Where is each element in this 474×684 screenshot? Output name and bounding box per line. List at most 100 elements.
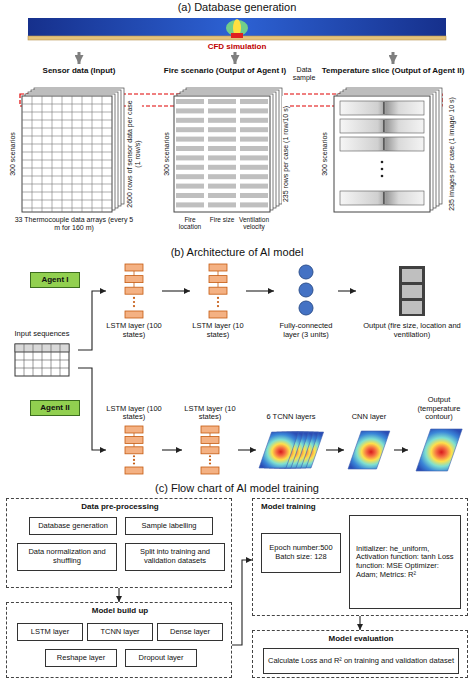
node-text: Dropout layer — [138, 654, 183, 663]
grid-row — [22, 104, 112, 105]
scenario-bar — [208, 174, 236, 179]
lstm-unit — [125, 311, 143, 318]
ellipsis-dot — [133, 305, 135, 307]
connector-arrow — [162, 290, 190, 291]
scenario-bar — [176, 184, 204, 189]
lstm-unit — [125, 264, 143, 271]
node-text: Split into training and validation datas… — [130, 548, 220, 565]
ellipsis-dot — [133, 455, 135, 457]
grid-column — [42, 96, 43, 212]
dense-unit — [299, 283, 313, 297]
scenario-bar — [176, 146, 204, 151]
scenario-bar — [240, 202, 268, 207]
grid-column — [52, 96, 53, 212]
layer-label: CNN layer — [344, 413, 394, 422]
table-column — [33, 344, 34, 376]
cnn-graphic — [344, 392, 394, 478]
scenario-bar — [176, 118, 204, 123]
lstm-unit — [125, 287, 143, 294]
fire-mark — [383, 138, 384, 150]
node-text: TCNN layer — [100, 628, 139, 637]
output-cell — [402, 301, 422, 314]
scenario-bar — [240, 165, 268, 170]
ellipsis-dot — [133, 459, 135, 461]
scenario-bar — [208, 127, 236, 132]
group-heading: Model training — [261, 502, 461, 511]
node-text: Dense layer — [170, 628, 210, 637]
stack-heading: Fire scenario (Output of Agent I) — [160, 66, 290, 75]
connector-arrow — [246, 290, 274, 291]
scenario-bar — [176, 193, 204, 198]
lstm-unit — [209, 287, 227, 294]
layer-label: LSTM layer (100 states) — [106, 322, 162, 339]
temperature-image — [340, 137, 424, 151]
group-heading: Model evaluation — [253, 634, 469, 643]
scenario-bar — [208, 193, 236, 198]
lstm-unit — [201, 467, 219, 474]
layer-label: 6 TCNN layers — [256, 413, 326, 422]
grid-column — [92, 96, 93, 212]
connector-arrow — [394, 449, 408, 450]
column-label: Fire location — [174, 216, 206, 231]
scenario-bar — [208, 99, 236, 104]
temperature-image — [340, 101, 424, 115]
grid-row — [22, 192, 112, 193]
scenario-bar — [208, 184, 236, 189]
section-title: (a) Database generation — [0, 1, 474, 14]
node-text: Agent II — [40, 403, 69, 412]
grid-row — [22, 112, 112, 113]
lstm-unit — [201, 447, 219, 454]
sequence-table — [15, 344, 69, 376]
lstm-unit — [125, 426, 143, 433]
row-count: 2600 rows of sensor data per case (1 row… — [126, 96, 142, 212]
scenario-bar — [208, 108, 236, 113]
connector-arrow — [78, 52, 81, 64]
fire-source — [231, 33, 243, 38]
dashed-group: Model evaluationCalculate Loss and R² on… — [252, 630, 468, 678]
table-column — [42, 344, 43, 376]
scenario-bar — [208, 165, 236, 170]
cfd-label: CFD simulation — [28, 42, 446, 51]
column-label: Ventilation velocity — [238, 216, 270, 231]
output-cell — [402, 285, 422, 298]
scenario-bar — [176, 155, 204, 160]
scenario-bar — [240, 127, 268, 132]
grid-column — [82, 96, 83, 212]
scenario-bar — [176, 99, 204, 104]
process-box: Reshape layer — [45, 649, 117, 667]
connector-arrow — [232, 560, 252, 645]
scenario-bar — [176, 127, 204, 132]
grid-row — [22, 184, 112, 185]
lstm-layer: LSTM layer (100 states) — [106, 262, 162, 346]
fire-mark — [383, 120, 384, 132]
stacked-sheet — [334, 96, 430, 212]
input-sequences: Input sequences — [6, 330, 78, 380]
section-title: (c) Flow chart of AI model training — [0, 482, 474, 495]
ellipsis-dot — [209, 455, 211, 457]
scenario-bar — [176, 165, 204, 170]
table-column — [51, 344, 52, 376]
layer-label: LSTM layer (10 states) — [182, 405, 238, 422]
temperature-map — [259, 432, 299, 468]
grid-row — [22, 160, 112, 161]
lstm-unit — [209, 311, 227, 318]
sensor-data-stack: Sensor data (Input)300 scenarios2600 row… — [4, 64, 154, 240]
layer-label: Fully-connected layer (3 units) — [274, 322, 338, 339]
slices-graphic — [316, 64, 470, 240]
stacked-sheet — [174, 96, 270, 212]
grid-row — [22, 168, 112, 169]
connector-arrow — [118, 588, 119, 602]
scenario-bar — [240, 137, 268, 142]
scenario-bar — [240, 184, 268, 189]
dashed-group: Model trainingEpoch number:500 Batch siz… — [252, 498, 468, 616]
process-box: TCNN layer — [87, 623, 153, 641]
connector-arrow — [326, 449, 344, 450]
table-column — [60, 344, 61, 376]
process-box: Initializer: he_uniform, Activation func… — [349, 515, 461, 609]
connector-arrow — [78, 368, 106, 450]
cfd-simulation: CFD simulation — [28, 16, 446, 52]
node-text: Reshape layer — [57, 654, 105, 663]
lstm-unit — [209, 264, 227, 271]
section-title: (b) Architecture of AI model — [0, 246, 474, 259]
group-heading: Model build up — [7, 606, 233, 615]
